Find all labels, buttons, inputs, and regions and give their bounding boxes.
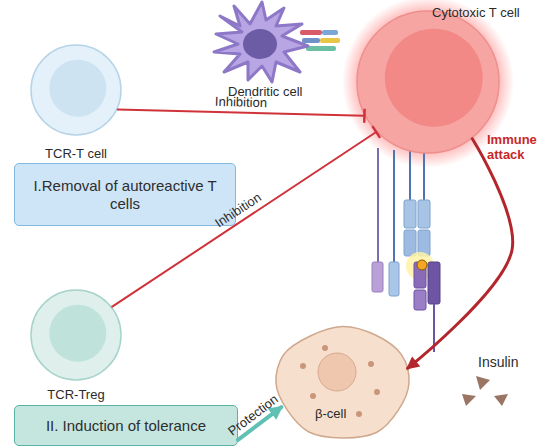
tcr-domain [404, 200, 416, 228]
tcr-stem [423, 150, 425, 200]
coreceptor-domain [389, 262, 399, 296]
dendritic-body [214, 2, 308, 82]
tcr-mhc-complex [372, 148, 440, 352]
cell-label: TCR-T cell [45, 146, 107, 161]
receptor-stem [377, 148, 379, 262]
cell-label: TCR-Treg [47, 387, 104, 402]
receptor-stem [393, 150, 395, 262]
process-box: I.Removal of autoreactive T cells [14, 163, 236, 226]
cell-label: β-cell [315, 406, 346, 421]
mhc-domain [428, 262, 440, 304]
tcr-stem [409, 150, 411, 200]
node-outline [30, 44, 122, 136]
inhibition-line [112, 132, 376, 307]
node-outline [30, 289, 122, 381]
cell-membrane [357, 11, 499, 153]
cell-label: Cytotoxic T cell [432, 5, 520, 20]
cell-nucleus [49, 305, 106, 362]
peptide [417, 260, 427, 270]
cell-circle: TCR-Treg [30, 289, 122, 381]
cell-nucleus [318, 353, 356, 391]
edge-label: Inhibition [215, 93, 267, 109]
insulin-granule [374, 389, 380, 395]
cell-circle: TCR-T cell [30, 44, 122, 136]
cell-membrane [276, 326, 409, 437]
receptor-rod [320, 38, 340, 43]
insulin-granule [310, 393, 316, 399]
cell-nucleus [385, 29, 483, 127]
process-box: II. Induction of tolerance [14, 405, 238, 446]
tcr-domain [418, 200, 430, 228]
insulin-triangle [494, 394, 508, 406]
insulin-granules [462, 376, 508, 406]
insulin-triangle [476, 376, 490, 390]
mhc-anchor [433, 304, 435, 352]
node-outline [356, 10, 500, 154]
node-outline [275, 326, 410, 440]
node-outline [212, 2, 312, 82]
cell-circle: Cytotoxic T cell [356, 10, 500, 154]
molecule-label: Insulin [478, 354, 518, 370]
cell-membrane [31, 45, 121, 135]
coreceptor-domain [372, 262, 383, 292]
receptor-rod [306, 46, 336, 51]
receptor-rod [322, 30, 338, 35]
arrow-connector [408, 139, 513, 369]
edge-label: Immune attack [487, 132, 547, 162]
insulin-triangle [462, 394, 476, 406]
cell-nucleus [243, 29, 277, 59]
beta-cell: β-cell [275, 326, 410, 440]
cell-membrane [31, 290, 121, 380]
tcr-domain [404, 230, 416, 256]
dendritic-cell: Dendritic cell [212, 2, 312, 82]
receptor-rod [300, 30, 322, 35]
box-label: II. Induction of tolerance [15, 406, 237, 445]
cell-nucleus [49, 60, 106, 117]
box-label: I.Removal of autoreactive T cells [15, 164, 235, 225]
insulin-granule [368, 361, 374, 367]
receptor-rod [302, 38, 320, 43]
inhibition-line [118, 109, 365, 115]
mhc-domain [414, 290, 426, 310]
insulin-granule [322, 345, 328, 351]
insulin-granule [356, 411, 362, 417]
insulin-granule [300, 363, 306, 369]
